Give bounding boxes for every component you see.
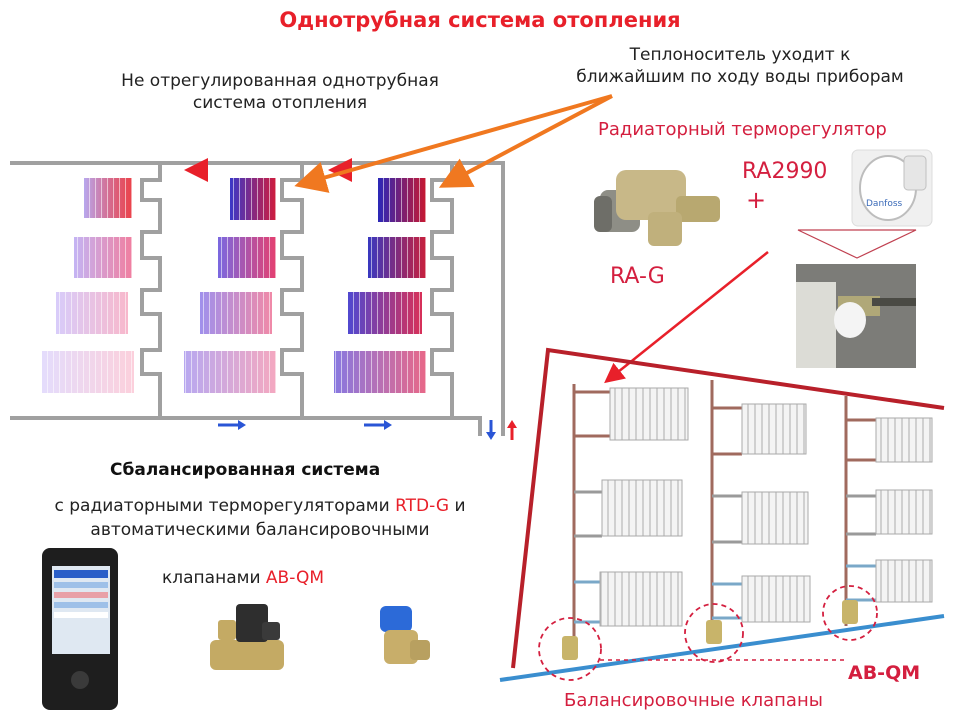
handheld-meter-image bbox=[42, 548, 118, 710]
pointer-arrows bbox=[294, 94, 613, 193]
unregulated-line-2: система отопления bbox=[192, 93, 368, 113]
riser-3-pipe bbox=[430, 163, 454, 418]
ab-qm-label: AB-QM bbox=[848, 662, 921, 684]
installed-thermostat-photo bbox=[796, 264, 916, 368]
balanced-line-1: с радиаторными терморегуляторами RTD-G и bbox=[0, 496, 520, 516]
balancing-valve-markers bbox=[538, 585, 878, 681]
unbalanced-system bbox=[10, 161, 505, 436]
red-pointer-arrow bbox=[604, 251, 769, 384]
svg-text:Danfoss: Danfoss bbox=[866, 199, 903, 209]
balancing-valves-label: Балансировочные клапаны bbox=[564, 690, 823, 711]
valve-highlight-circle bbox=[538, 617, 602, 681]
radiator bbox=[741, 575, 811, 623]
balanced-radiators bbox=[599, 387, 933, 627]
balanced-line-3: клапанами AB-QM bbox=[162, 568, 324, 588]
radiator bbox=[741, 403, 807, 455]
ra-g-valve-image bbox=[594, 170, 720, 246]
ab-qm-inline-label: AB-QM bbox=[265, 568, 325, 588]
ra2990-label: RA2990 bbox=[742, 159, 828, 184]
balanced-line-3-prefix: клапанами bbox=[162, 568, 266, 588]
ra2990-head-image: Danfoss bbox=[851, 149, 933, 227]
radiator-column-2 bbox=[184, 178, 276, 393]
triangle-pointer bbox=[797, 229, 917, 259]
ra-g-label: RA-G bbox=[610, 264, 665, 289]
balanced-line-2: автоматическими балансировочными bbox=[90, 520, 430, 540]
supply-main-pipe bbox=[511, 347, 945, 669]
radiator-column-3 bbox=[334, 178, 426, 393]
radiator bbox=[875, 559, 933, 603]
rtd-g-label: RTD-G bbox=[395, 496, 450, 516]
unregulated-system-caption: Не отрегулированная однотрубная система … bbox=[60, 70, 500, 114]
riser-2-pipe bbox=[280, 163, 304, 418]
radiator-column-1 bbox=[42, 178, 134, 393]
radiator bbox=[601, 479, 683, 537]
valve-highlight-circle bbox=[822, 585, 878, 641]
radiator bbox=[609, 387, 689, 441]
ab-qm-valve-small-image bbox=[380, 606, 430, 664]
coolant-caption: Теплоноситель уходит к ближайшим по ходу… bbox=[520, 44, 960, 88]
coolant-line-1: Теплоноситель уходит к bbox=[629, 45, 851, 65]
radiator bbox=[875, 489, 933, 535]
radiator bbox=[875, 417, 933, 463]
supply-header-pipe bbox=[10, 161, 505, 436]
coolant-line-2: ближайшим по ходу воды приборам bbox=[576, 67, 904, 87]
riser-1-pipe bbox=[140, 163, 162, 418]
orange-arrow bbox=[294, 94, 613, 193]
radiator bbox=[741, 491, 809, 545]
radiator bbox=[599, 571, 683, 627]
return-main-pipe bbox=[499, 614, 945, 682]
valve-highlight-circle bbox=[684, 603, 744, 663]
balanced-system bbox=[499, 347, 945, 682]
orange-arrow bbox=[438, 94, 613, 188]
ab-qm-valve-large-image bbox=[210, 604, 284, 670]
return-header-pipe bbox=[10, 416, 482, 436]
page-title: Однотрубная система отопления bbox=[279, 8, 681, 32]
balanced-line-1-suffix: и bbox=[449, 496, 466, 516]
radiator-regulator-title: Радиаторный терморегулятор bbox=[598, 119, 887, 140]
balanced-system-title: Сбалансированная система bbox=[110, 460, 381, 480]
unregulated-line-1: Не отрегулированная однотрубная bbox=[121, 71, 439, 91]
plus-sign: + bbox=[746, 186, 767, 214]
balanced-line-1-prefix: с радиаторными терморегуляторами bbox=[54, 496, 396, 516]
flow-arrows bbox=[184, 158, 517, 440]
